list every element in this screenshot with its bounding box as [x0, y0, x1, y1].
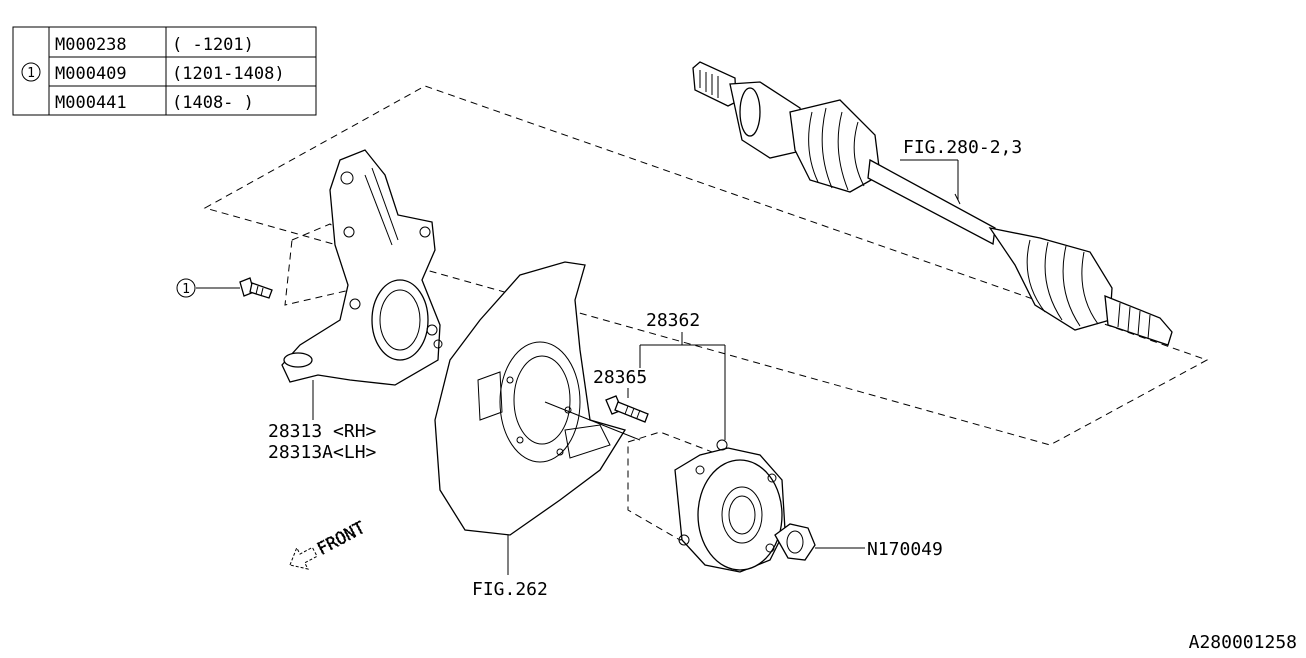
- callout-nut: N170049: [867, 539, 943, 560]
- callout-knuckle-rh: 28313 <RH>: [268, 421, 377, 442]
- knuckle-bolt: [239, 277, 273, 299]
- diagram-id: A280001258: [1189, 632, 1297, 653]
- backing-plate: [434, 261, 641, 536]
- axle-nut: [774, 523, 816, 561]
- callout-backing-plate: FIG.262: [472, 579, 548, 600]
- steering-knuckle: [281, 149, 443, 386]
- assembly-plane-outline: [203, 85, 1209, 446]
- legend-range-2: (1201-1408): [172, 64, 285, 84]
- legend-ref-number: 1: [27, 66, 35, 81]
- legend-ref-circle: [21, 62, 41, 82]
- legend-part-2: M000409: [55, 64, 127, 84]
- bolt-ref-number: 1: [182, 282, 190, 297]
- hub-assembly: [627, 431, 786, 573]
- axle-shaft: [692, 61, 1173, 346]
- legend-part-1: M000238: [55, 35, 127, 55]
- legend-range-3: (1408- ): [172, 93, 254, 113]
- front-label: FRONT: [314, 518, 369, 560]
- legend-table: 1 M000238 ( -1201) M000409 (1201-1408) M…: [12, 26, 317, 116]
- callout-hub-bolt: 28365: [593, 367, 647, 388]
- legend-part-3: M000441: [55, 93, 127, 113]
- bolt-ref-circle: [176, 278, 196, 298]
- knuckle-projection: [284, 223, 366, 306]
- callout-hub-assembly: 28362: [646, 310, 700, 331]
- hub-bolt: [605, 395, 649, 423]
- legend-range-1: ( -1201): [172, 35, 254, 55]
- callout-knuckle-lh: 28313A<LH>: [268, 442, 377, 463]
- callout-axle-shaft: FIG.280-2,3: [903, 137, 1022, 158]
- front-direction-arrow: FRONT: [289, 518, 369, 570]
